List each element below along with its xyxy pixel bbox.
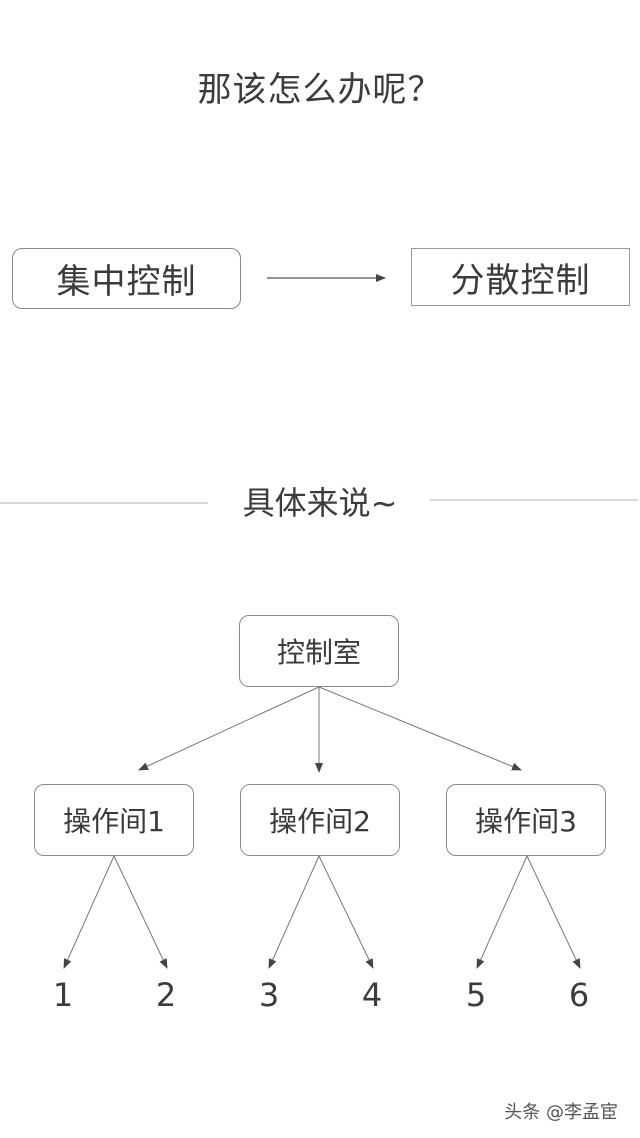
edge-child2-leaf3 [268, 855, 320, 969]
edge-child2-leaf4 [318, 855, 374, 969]
section-label: 具体来说~ [242, 484, 398, 522]
tree-root-label: 控制室 [276, 636, 361, 669]
edge-child3-leaf6 [526, 855, 581, 969]
tree-child-label: 操作间2 [269, 805, 371, 838]
tree-leaf-6: 6 [568, 976, 590, 1014]
flow-from-box: 集中控制 [12, 248, 241, 309]
tree-child-box-1: 操作间1 [34, 784, 194, 856]
edge-root-child3 [318, 686, 522, 771]
tree-leaf-2: 2 [155, 976, 177, 1014]
flow-to-label: 分散控制 [450, 260, 591, 301]
tree-child-label: 操作间3 [475, 805, 577, 838]
tree-child-label: 操作间1 [63, 805, 165, 838]
flow-from-label: 集中控制 [56, 262, 197, 302]
tree-child-box-2: 操作间2 [240, 784, 400, 856]
tree-child-box-3: 操作间3 [446, 784, 606, 856]
tree-leaf-5: 5 [465, 976, 487, 1014]
flow-to-box: 分散控制 [411, 248, 630, 306]
page-title: 那该怎么办呢？ [197, 70, 443, 110]
edge-child3-leaf5 [476, 855, 528, 969]
tree-root-box: 控制室 [239, 615, 399, 687]
edge-root-child1 [138, 686, 320, 771]
edge-child1-leaf2 [113, 855, 168, 969]
edge-child1-leaf1 [63, 855, 115, 969]
watermark: 头条 @李孟宦 [504, 1102, 618, 1123]
tree-leaf-1: 1 [52, 976, 74, 1014]
tree-leaf-4: 4 [361, 976, 383, 1014]
tree-leaf-3: 3 [258, 976, 280, 1014]
